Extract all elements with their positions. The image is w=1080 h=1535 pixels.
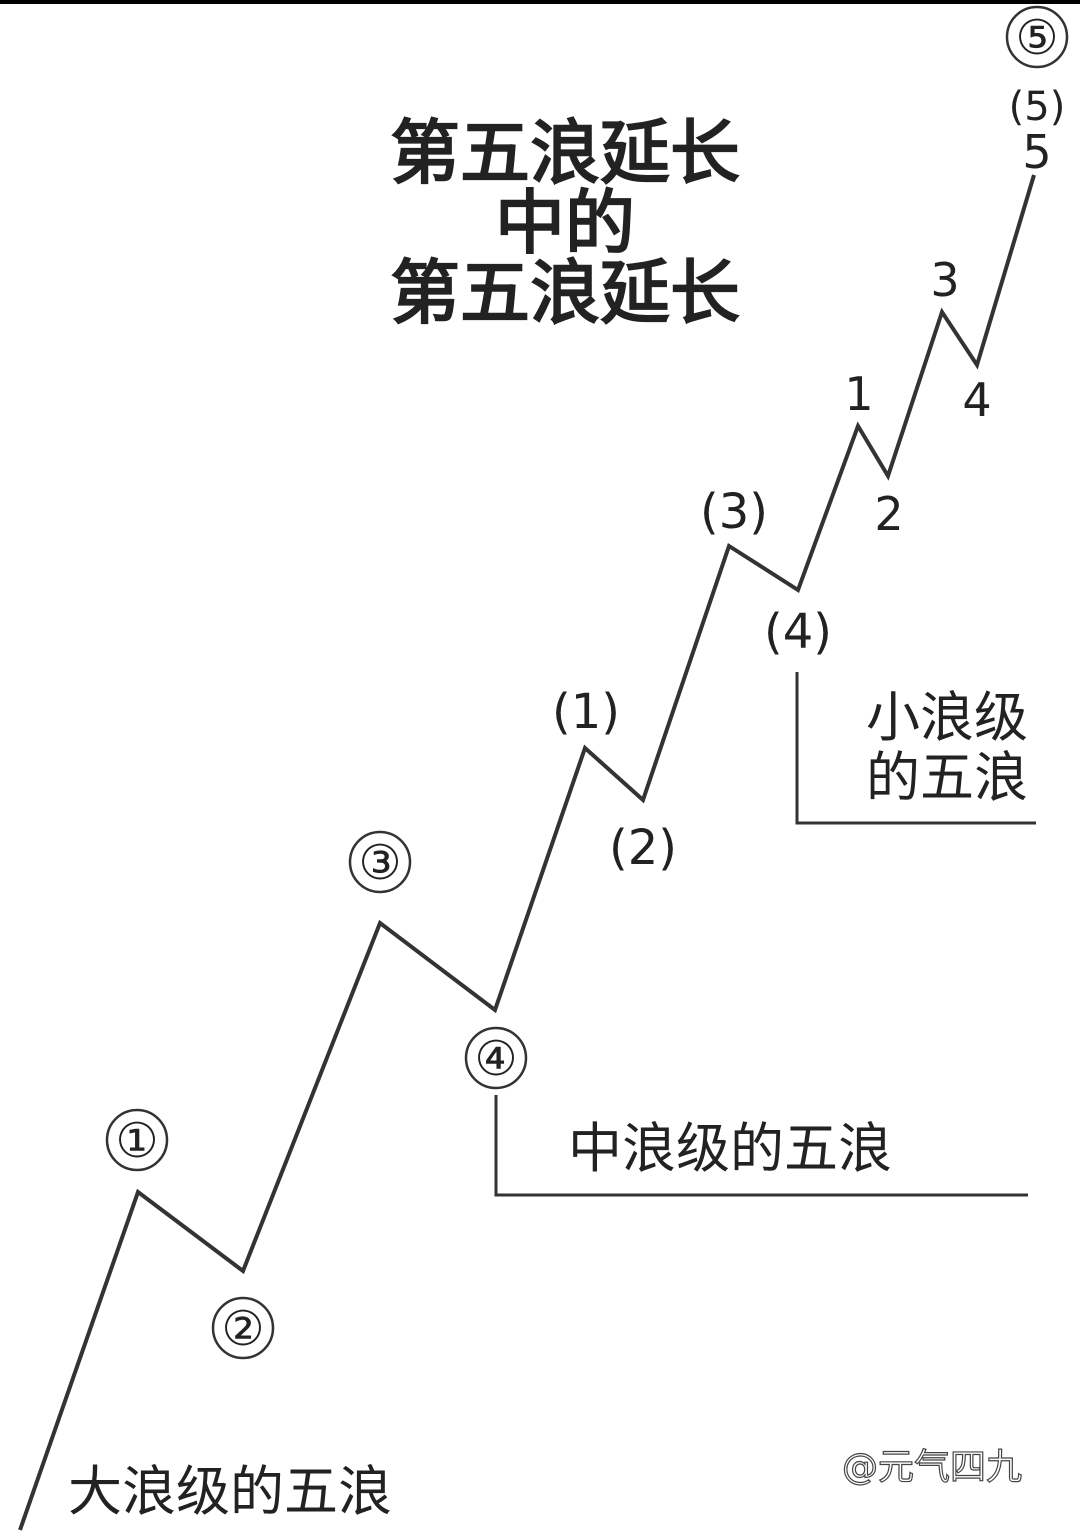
medium-wave-2-label: (2) <box>609 820 677 876</box>
medium-wave-5-label: (5) <box>1009 84 1066 130</box>
small-level-label-line-2: 的五浪 <box>866 746 1028 809</box>
small-level-label-line-1: 小浪级 <box>866 686 1028 749</box>
wave-4-circle <box>464 1026 528 1090</box>
small-wave-3-label: 3 <box>930 253 959 307</box>
medium-wave-4-label: (4) <box>764 604 832 660</box>
medium-wave-1-label: (1) <box>552 684 620 740</box>
small-wave-1-label: 1 <box>844 367 873 421</box>
wave-4-label: ④ <box>474 1031 517 1087</box>
small-wave-4-label: 4 <box>962 373 991 427</box>
large-level-label: 大浪级的五浪 <box>68 1460 392 1523</box>
wave-5-label: ⑤ <box>1015 10 1058 66</box>
wave-5-circle <box>1005 5 1069 69</box>
title-line-2: 中的 <box>495 182 635 264</box>
medium-level-label: 中浪级的五浪 <box>568 1117 892 1180</box>
wave-1-label: ① <box>115 1113 158 1169</box>
small-level-bracket <box>795 672 1036 825</box>
wave-3-label: ③ <box>358 835 401 891</box>
watermark: @元气四九 <box>841 1447 1023 1488</box>
medium-level-bracket <box>494 1095 1028 1197</box>
small-wave-2-label: 2 <box>874 487 903 541</box>
wave-2-label: ② <box>221 1301 264 1357</box>
title-line-1: 第五浪延长 <box>390 112 740 194</box>
top-border <box>0 0 1080 4</box>
small-wave-5-label: 5 <box>1022 125 1051 179</box>
wave-path <box>18 174 1036 1531</box>
wave-1-circle <box>105 1108 169 1172</box>
title-line-3: 第五浪延长 <box>390 252 740 334</box>
wave-2-circle <box>211 1296 275 1360</box>
medium-wave-3-label: (3) <box>700 484 768 540</box>
wave-3-circle <box>348 830 412 894</box>
